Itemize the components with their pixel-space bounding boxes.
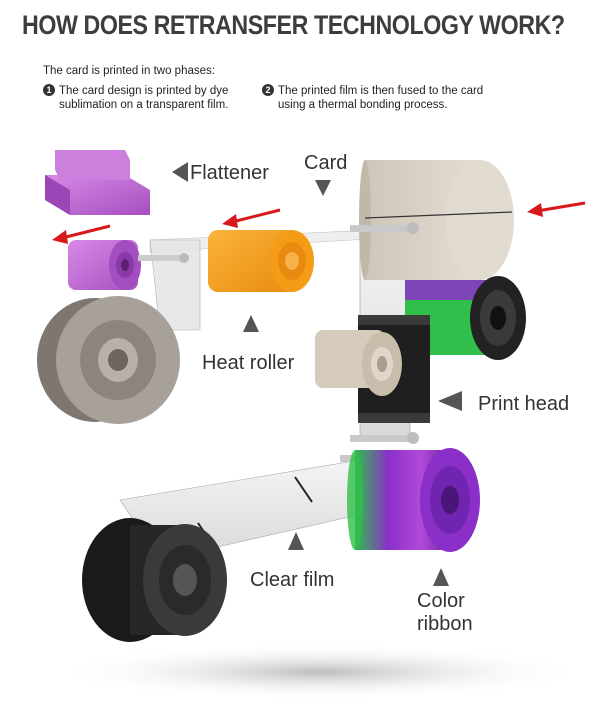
flattener-block: [45, 150, 150, 215]
heat-roller-label: Heat roller: [202, 352, 294, 375]
red-arrow: [222, 210, 280, 228]
gray-spool-left: [37, 296, 180, 424]
heat-roller: [208, 230, 314, 292]
print-head-pointer-icon: [438, 391, 462, 411]
clear-film-spool: [82, 518, 227, 642]
ground-shadow: [50, 644, 590, 700]
print-head-roller: [315, 330, 402, 396]
print-head-label: Print head: [478, 393, 569, 416]
heat-roller-pointer-icon: [243, 315, 259, 332]
flattener-pointer-icon: [172, 162, 188, 182]
card-drum: [359, 160, 514, 280]
color-ribbon-label-line1: Color: [417, 590, 473, 613]
card-label: Card: [304, 152, 347, 175]
color-ribbon-pointer-icon: [433, 568, 449, 586]
card-pointer-icon: [315, 180, 331, 196]
red-arrow: [527, 203, 585, 217]
color-ribbon-spool: [347, 448, 480, 552]
color-ribbon-label-line2: ribbon: [417, 613, 473, 636]
clear-film-pointer-icon: [288, 532, 304, 550]
color-ribbon-label: Color ribbon: [417, 590, 473, 636]
flattener-label: Flattener: [190, 162, 269, 185]
clear-film-label: Clear film: [250, 569, 334, 592]
